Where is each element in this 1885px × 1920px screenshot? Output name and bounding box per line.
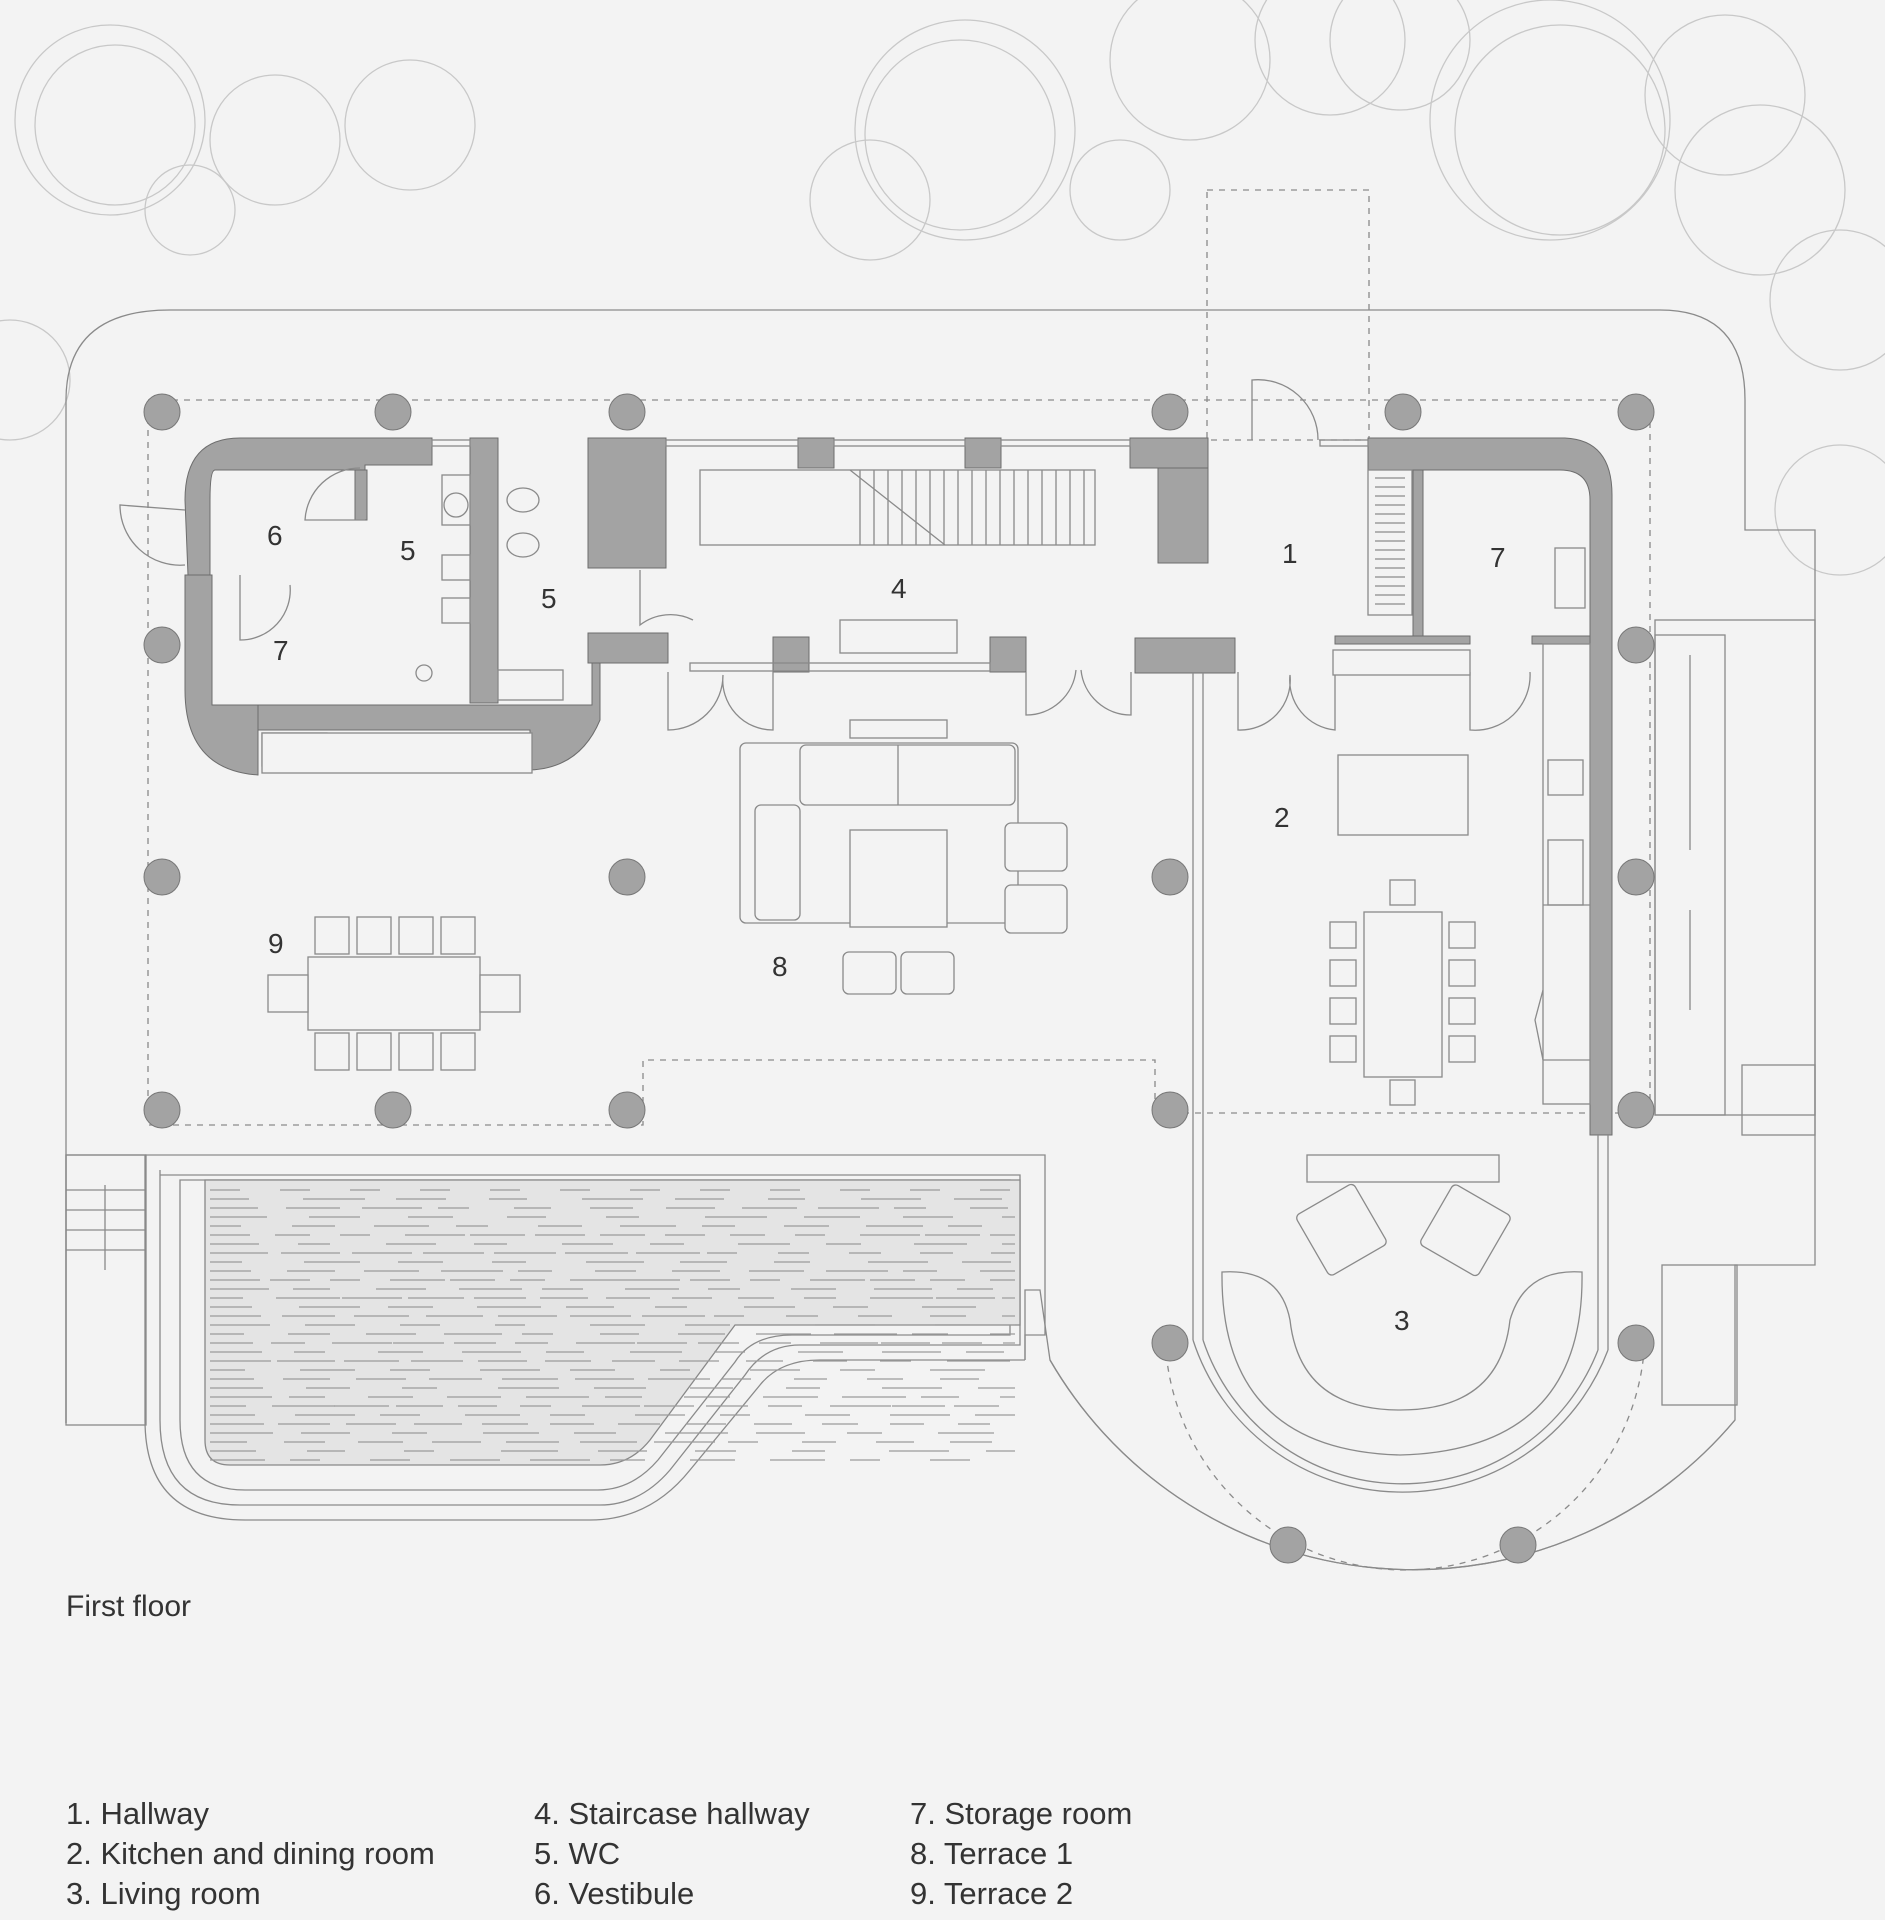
column	[1617, 393, 1655, 431]
terrace-1-furniture	[739, 619, 1068, 995]
room-number-storage-a: 7	[273, 635, 289, 666]
kitchen-dining-table	[1329, 754, 1476, 1106]
chair	[1329, 1035, 1357, 1063]
room-labels: 1 2 3 4 5 5 6 7 7 8 9	[267, 520, 1506, 1336]
column	[1151, 1324, 1189, 1362]
column	[1617, 1091, 1655, 1129]
column	[1499, 1526, 1537, 1564]
kitchen-counters	[261, 643, 1591, 1105]
room-number-living: 3	[1394, 1305, 1410, 1336]
room-number-hallway: 1	[1282, 538, 1298, 569]
column	[143, 858, 181, 896]
column	[1617, 626, 1655, 664]
column	[1151, 858, 1189, 896]
legend-column-3: 7. Storage room 8. Terrace 1 9. Terrace …	[910, 1794, 1132, 1914]
swimming-pool	[159, 1170, 1021, 1506]
column	[1384, 393, 1422, 431]
exterior-stairs-right	[1654, 619, 1816, 1406]
trees	[0, 0, 1885, 576]
legend-item: 7. Storage room	[910, 1796, 1133, 1831]
room-number-wc-a: 5	[400, 535, 416, 566]
terrace-outline	[147, 399, 1651, 1126]
chair	[440, 916, 476, 955]
columns	[143, 393, 1655, 1564]
column	[1151, 393, 1189, 431]
room-number-staircase-hallway: 4	[891, 573, 907, 604]
room-number-terrace-1: 8	[772, 951, 788, 982]
chair	[314, 1032, 350, 1071]
column	[143, 626, 181, 664]
chair	[440, 1032, 476, 1071]
terrace-2-dining-table	[267, 916, 521, 1071]
legend-item: 8. Terrace 1	[910, 1836, 1074, 1871]
chair	[1448, 921, 1476, 949]
room-number-storage-b: 7	[1490, 542, 1506, 573]
room-number-terrace-2: 9	[268, 928, 284, 959]
floor-title: First floor	[66, 1590, 192, 1623]
chair	[1448, 959, 1476, 987]
windows	[431, 439, 1609, 1493]
interior-staircase	[699, 469, 1096, 546]
legend-item: 5. WC	[534, 1836, 621, 1871]
legend-item: 2. Kitchen and dining room	[66, 1836, 435, 1871]
chair	[398, 1032, 434, 1071]
legend-column-2: 4. Staircase hallway 5. WC 6. Vestibule	[534, 1794, 810, 1914]
legend-item: 9. Terrace 2	[910, 1876, 1074, 1911]
chair	[398, 916, 434, 955]
legend-item: 6. Vestibule	[534, 1876, 695, 1911]
chair	[356, 1032, 392, 1071]
chair	[1329, 921, 1357, 949]
living-room-furniture	[1221, 1154, 1583, 1456]
column	[374, 1091, 412, 1129]
chair	[1329, 997, 1357, 1025]
storage-shelves	[1367, 469, 1413, 616]
column	[374, 393, 412, 431]
doors	[119, 379, 1531, 731]
chair	[1448, 1035, 1476, 1063]
chair	[1448, 997, 1476, 1025]
column	[608, 393, 646, 431]
column	[1617, 858, 1655, 896]
column	[143, 393, 181, 431]
room-number-wc-b: 5	[541, 583, 557, 614]
room-number-vestibule: 6	[267, 520, 283, 551]
room-number-kitchen: 2	[1274, 802, 1290, 833]
chair	[1329, 959, 1357, 987]
column	[143, 1091, 181, 1129]
column	[608, 858, 646, 896]
legend-column-1: 1. Hallway 2. Kitchen and dining room 3.…	[66, 1794, 435, 1914]
legend-item: 4. Staircase hallway	[534, 1796, 810, 1831]
chair	[356, 916, 392, 955]
column	[1151, 1091, 1189, 1129]
legend-item: 3. Living room	[66, 1876, 261, 1911]
chair	[314, 916, 350, 955]
column	[1269, 1526, 1307, 1564]
column	[1617, 1324, 1655, 1362]
walls	[184, 437, 1613, 1136]
legend-item: 1. Hallway	[66, 1796, 209, 1831]
column	[608, 1091, 646, 1129]
terrace-stairs-left	[65, 1154, 147, 1426]
